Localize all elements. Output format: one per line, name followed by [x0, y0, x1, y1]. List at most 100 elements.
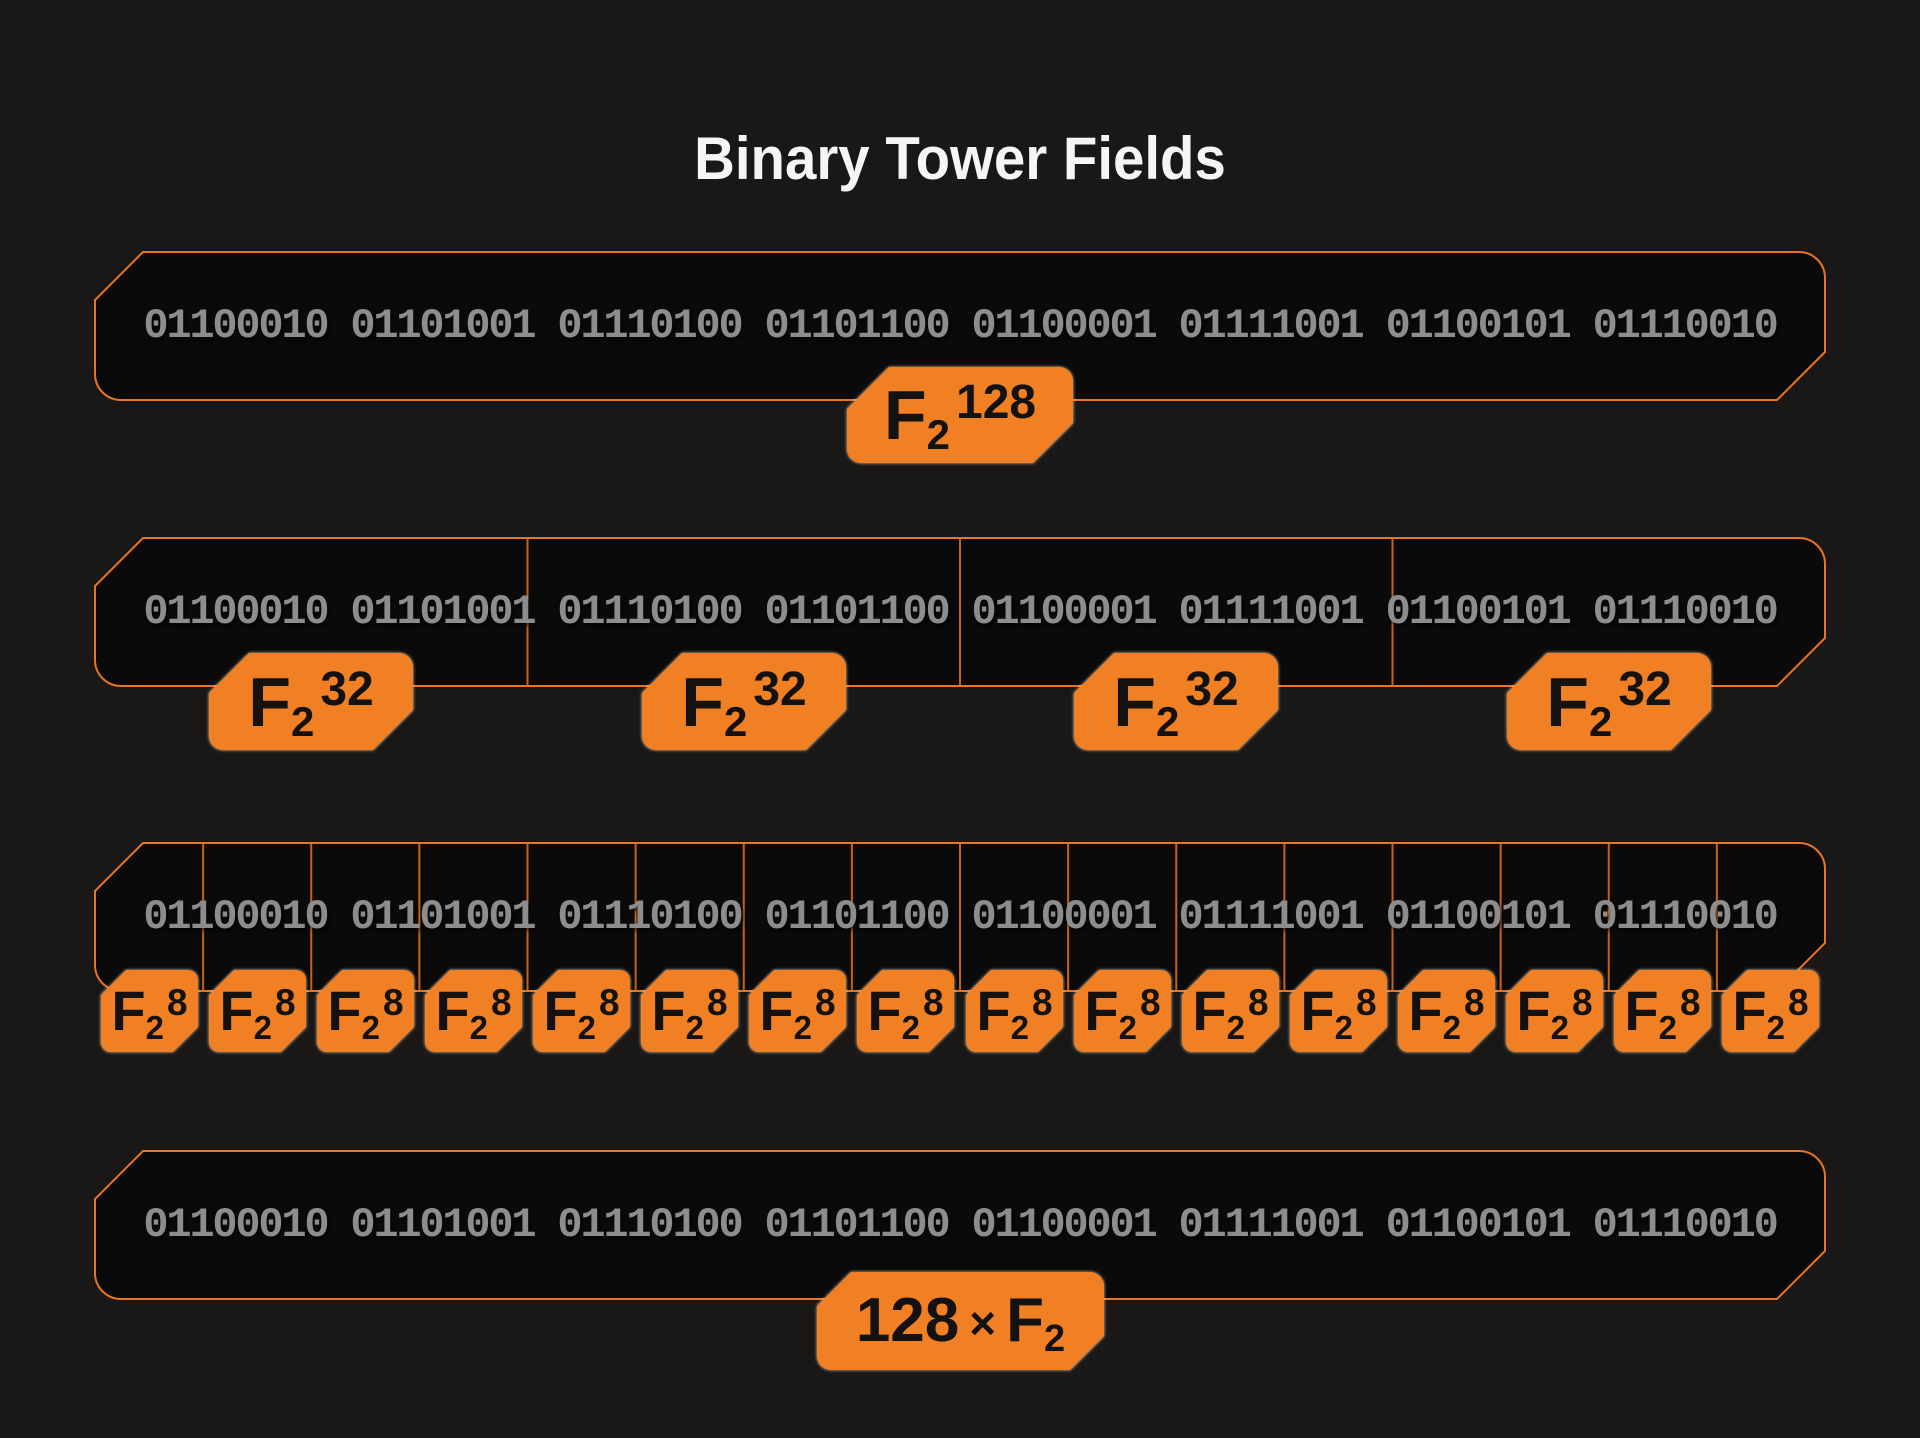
label-field-symbol: F: [1546, 662, 1589, 741]
field-label: F 2 8: [425, 970, 522, 1052]
label-superscript: 8: [491, 981, 512, 1023]
field-label: F 2 8: [1506, 970, 1603, 1052]
label-field-symbol: F: [1113, 662, 1156, 741]
field-label: F 2 32: [1074, 653, 1278, 750]
field-label: F 2 8: [1290, 970, 1387, 1052]
label-field-symbol: F: [759, 979, 794, 1042]
field-label: F 2 8: [1614, 970, 1711, 1052]
label-superscript: 8: [1680, 981, 1701, 1023]
label-field-symbol: F: [1408, 979, 1443, 1042]
label-superscript: 32: [1185, 662, 1239, 716]
field-label: F 2 8: [641, 970, 738, 1052]
label-subscript: 2: [1118, 1008, 1137, 1046]
field-row-f2-128: 01100010 01101001 01110100 01101100 0110…: [94, 251, 1826, 401]
field-row-f2: 01100010 01101001 01110100 01101100 0110…: [94, 1150, 1826, 1300]
label-field-symbol: F: [1006, 1286, 1045, 1355]
field-label: F 2 8: [857, 970, 954, 1052]
label-superscript: 8: [815, 981, 836, 1023]
label-field-symbol: F: [1624, 979, 1659, 1042]
field-label: 128 × F 2: [817, 1272, 1104, 1370]
label-field-symbol: F: [883, 376, 927, 454]
label-superscript: 32: [1618, 662, 1672, 716]
label-superscript: 8: [599, 981, 620, 1023]
label-superscript: 8: [1572, 981, 1593, 1023]
label-field-symbol: F: [1084, 979, 1119, 1042]
label-superscript: 8: [1248, 981, 1269, 1023]
label-superscript: 128: [956, 376, 1037, 429]
label-subscript: 2: [1550, 1008, 1569, 1046]
label-superscript: 32: [320, 662, 374, 716]
label-subscript: 2: [145, 1008, 164, 1046]
label-superscript: 32: [753, 662, 807, 716]
label-subscript: 2: [926, 411, 951, 458]
binary-string: 01100010 01101001 01110100 01101100 0110…: [143, 302, 1778, 350]
label-times-sign: ×: [969, 1297, 997, 1349]
page-title: Binary Tower Fields: [694, 125, 1226, 193]
field-label: F 2 32: [1507, 653, 1711, 750]
binary-string: 01100010 01101001 01110100 01101100 0110…: [143, 588, 1778, 636]
bit-box: [94, 537, 1826, 687]
label-field-symbol: F: [1300, 979, 1335, 1042]
label-subscript: 2: [685, 1008, 704, 1046]
label-subscript: 2: [361, 1008, 380, 1046]
label-field-symbol: F: [651, 979, 686, 1042]
field-label: F 2 8: [533, 970, 630, 1052]
field-label: F 2 8: [1398, 970, 1495, 1052]
label-field-symbol: F: [867, 979, 902, 1042]
field-label: F 2 8: [1182, 970, 1279, 1052]
field-row-f2-8: 01100010 01101001 01110100 01101100 0110…: [94, 842, 1826, 991]
label-superscript: 8: [923, 981, 944, 1023]
label-subscript: 2: [253, 1008, 272, 1046]
label-field-symbol: F: [681, 662, 724, 741]
label-subscript: 2: [1589, 697, 1613, 745]
label-subscript: 2: [577, 1008, 596, 1046]
binary-string: 01100010 01101001 01110100 01101100 0110…: [143, 893, 1778, 941]
label-field-symbol: F: [1516, 979, 1551, 1042]
label-field-symbol: F: [1192, 979, 1227, 1042]
label-superscript: 8: [1032, 981, 1053, 1023]
label-superscript: 8: [707, 981, 728, 1023]
field-label: F 2 8: [966, 970, 1063, 1052]
label-superscript: 8: [383, 981, 404, 1023]
label-subscript: 2: [1010, 1008, 1029, 1046]
binary-string: 01100010 01101001 01110100 01101100 0110…: [143, 1201, 1778, 1249]
label-superscript: 8: [1788, 981, 1809, 1023]
label-field-symbol: F: [219, 979, 254, 1042]
label-superscript: 8: [1140, 981, 1161, 1023]
label-prefix: 128: [855, 1286, 960, 1355]
label-subscript: 2: [793, 1008, 812, 1046]
field-label: F 2 8: [1722, 970, 1819, 1052]
label-field-symbol: F: [111, 979, 146, 1042]
label-subscript: 2: [1334, 1008, 1353, 1046]
label-subscript: 2: [1044, 1318, 1066, 1360]
field-label: F 2 128: [847, 367, 1073, 463]
field-label: F 2 32: [209, 653, 413, 750]
label-subscript: 2: [469, 1008, 488, 1046]
field-label: F 2 32: [642, 653, 846, 750]
label-subscript: 2: [901, 1008, 920, 1046]
label-field-symbol: F: [435, 979, 470, 1042]
label-field-symbol: F: [976, 979, 1011, 1042]
label-subscript: 2: [1442, 1008, 1461, 1046]
field-label: F 2 8: [1074, 970, 1171, 1052]
label-superscript: 8: [1464, 981, 1485, 1023]
label-superscript: 8: [167, 981, 188, 1023]
label-subscript: 2: [724, 697, 748, 745]
label-field-symbol: F: [327, 979, 362, 1042]
label-superscript: 8: [1356, 981, 1377, 1023]
bit-box: [94, 1150, 1826, 1300]
label-subscript: 2: [1156, 697, 1180, 745]
label-subscript: 2: [1226, 1008, 1245, 1046]
label-subscript: 2: [1766, 1008, 1785, 1046]
field-label: F 2 8: [209, 970, 306, 1052]
label-field-symbol: F: [248, 662, 291, 741]
bit-box: [94, 251, 1826, 401]
label-subscript: 2: [291, 697, 315, 745]
label-superscript: 8: [275, 981, 296, 1023]
field-label: F 2 8: [101, 970, 198, 1052]
field-label: F 2 8: [317, 970, 414, 1052]
label-field-symbol: F: [1732, 979, 1767, 1042]
field-label: F 2 8: [749, 970, 846, 1052]
label-field-symbol: F: [543, 979, 578, 1042]
